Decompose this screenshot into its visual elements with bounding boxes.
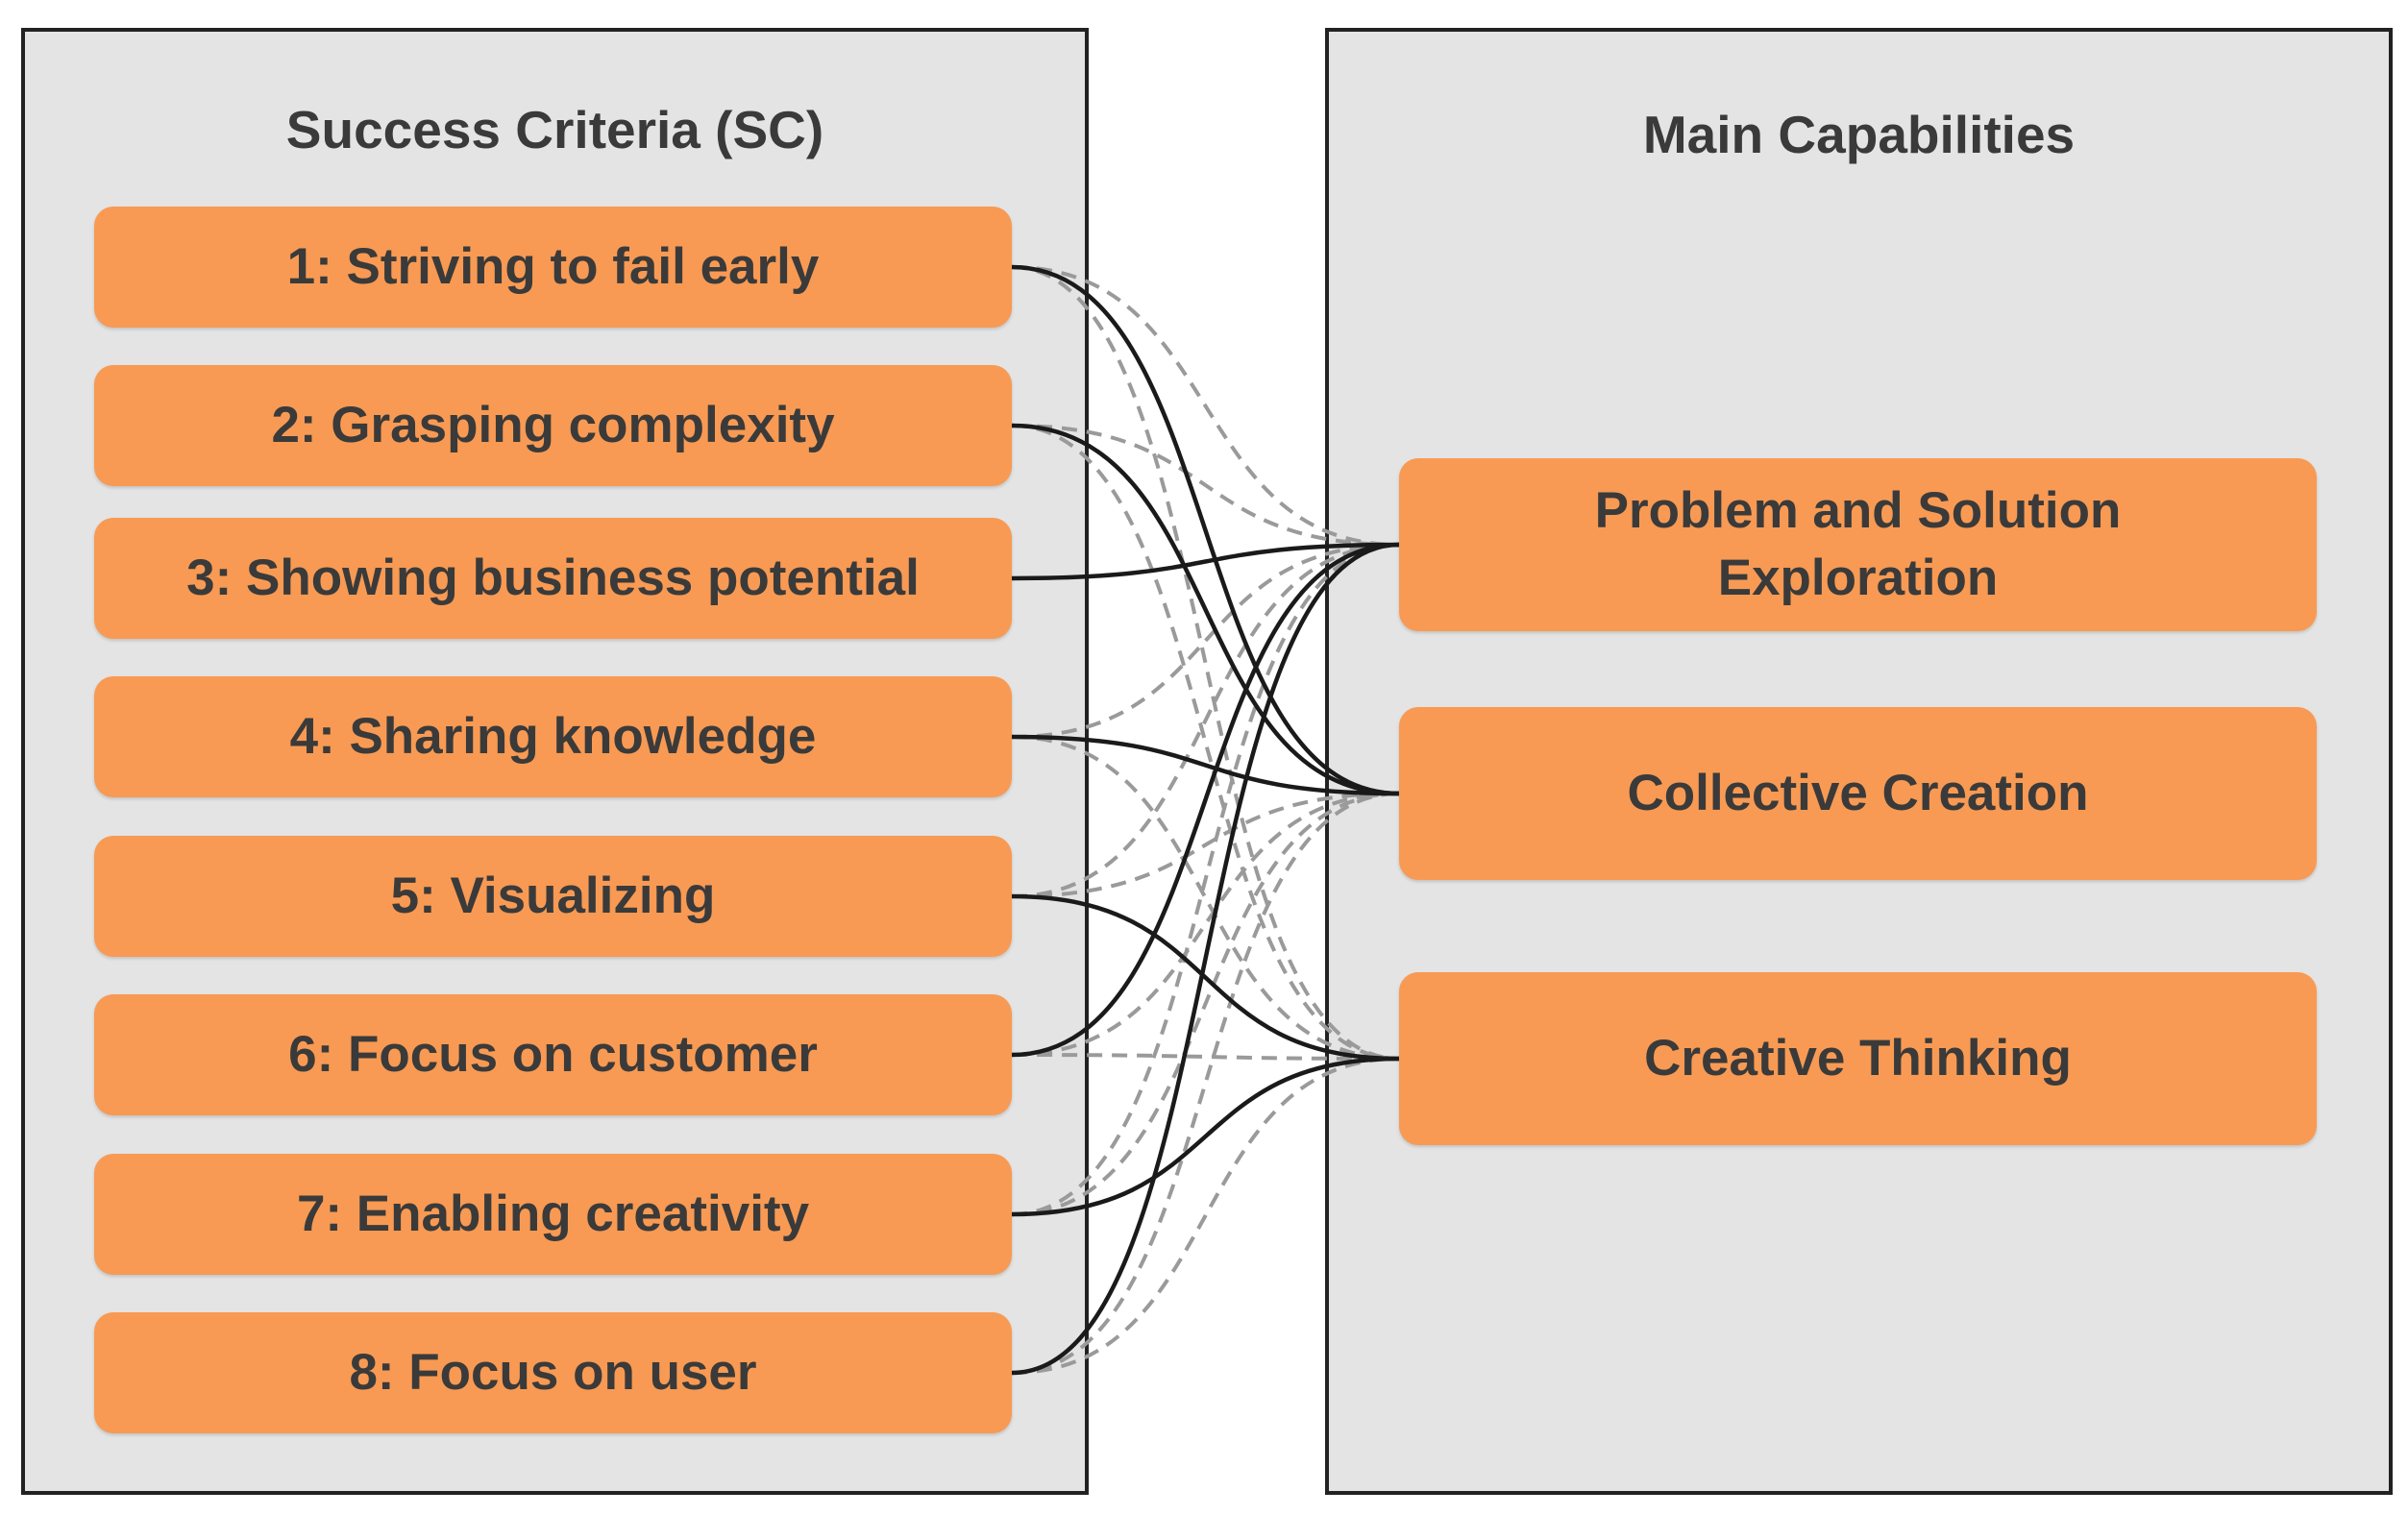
sc-box-8: 8: Focus on user [94,1312,1012,1433]
sc-box-3: 3: Showing business potential [94,518,1012,639]
sc-box-5: 5: Visualizing [94,836,1012,957]
success-criteria-title: Success Criteria (SC) [285,100,824,159]
sc-box-7: 7: Enabling creativity [94,1154,1012,1275]
capability-box-creative-thinking: Creative Thinking [1399,972,2317,1145]
capability-box-problem-solution-exploration: Problem and Solution Exploration [1399,458,2317,631]
main-capabilities-title: Main Capabilities [1642,105,2076,164]
sc-box-1: 1: Striving to fail early [94,207,1012,328]
sc-box-2: 2: Grasping complexity [94,365,1012,486]
sc-box-6: 6: Focus on customer [94,994,1012,1115]
sc-box-4: 4: Sharing knowledge [94,676,1012,797]
capability-box-collective-creation: Collective Creation [1399,707,2317,880]
